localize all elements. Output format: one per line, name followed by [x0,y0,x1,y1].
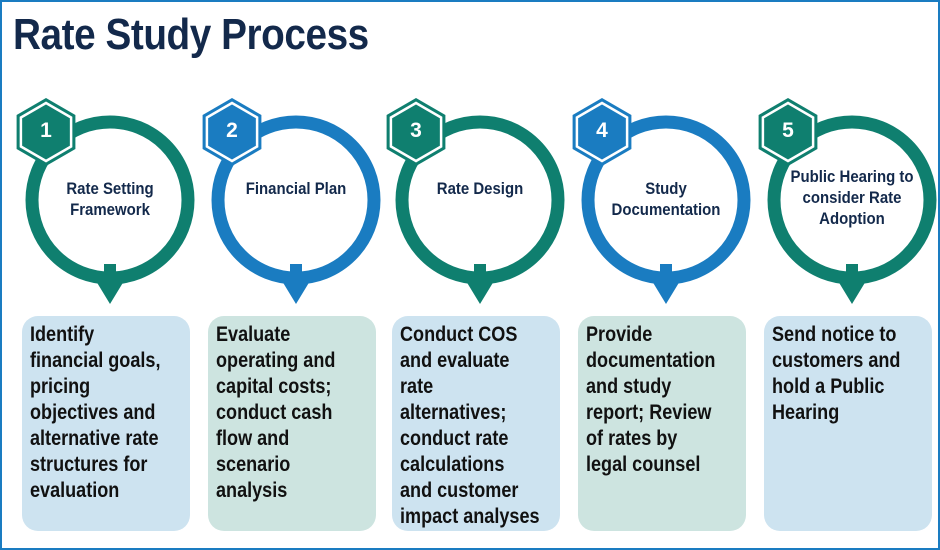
down-arrow-icon [463,264,497,304]
step-graphic [16,98,195,304]
step-description: Evaluate operating and capital costs; co… [216,323,336,502]
step-description: Send notice to customers and hold a Publ… [772,323,901,424]
step-number: 2 [226,119,238,142]
down-arrow-icon [649,264,683,304]
step-description-box: Conduct COS and evaluate rate alternativ… [392,316,560,531]
step-number: 5 [782,119,794,142]
step-graphic [202,98,381,304]
hexagon-inner [19,101,73,163]
step-description: Provide documentation and study report; … [586,323,716,476]
down-arrow-icon [835,264,869,304]
down-arrow-icon [279,264,313,304]
hexagon-inner [761,101,815,163]
step-description-box: Identify financial goals, pricing object… [22,316,190,531]
step-number: 1 [40,119,52,142]
hexagon-inner [575,101,629,163]
down-arrow-icon [93,264,127,304]
step-title: Public Hearing to consider Rate Adoption [790,167,914,228]
step-graphic [386,98,565,304]
step-description: Identify financial goals, pricing object… [30,323,161,502]
step-description-box: Send notice to customers and hold a Publ… [764,316,932,531]
step-description-box: Provide documentation and study report; … [578,316,746,531]
step-number: 3 [410,119,422,142]
hexagon-inner [389,101,443,163]
step-description-box: Evaluate operating and capital costs; co… [208,316,376,531]
step-graphic [758,98,937,304]
step-title: Rate Setting Framework [66,179,154,219]
step-number: 4 [596,119,608,142]
step-title: Study Documentation [611,179,721,219]
step-graphic [572,98,751,304]
page-title: Rate Study Process [13,10,369,59]
step-title: Financial Plan [245,179,347,198]
hexagon-inner [205,101,259,163]
step-title: Rate Design [436,179,524,198]
step-description: Conduct COS and evaluate rate alternativ… [400,323,540,528]
